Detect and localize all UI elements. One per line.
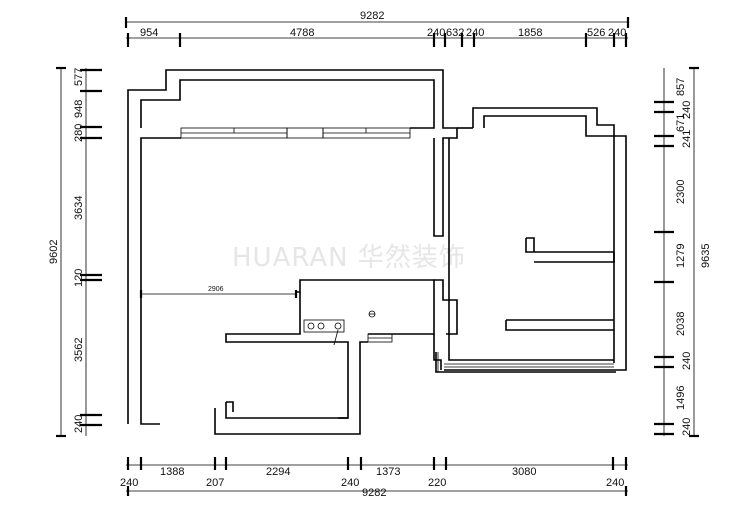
- right-seg-label-2: 240: [681, 101, 693, 119]
- top-seg-label-4: 632: [446, 27, 464, 39]
- right-seg-label-4: 241: [681, 130, 693, 148]
- burner-icon: [307, 322, 315, 330]
- left-seg-label-7: 240: [73, 415, 85, 433]
- drain-icon: [368, 310, 376, 318]
- stove: [303, 319, 345, 346]
- burner-icon: [317, 322, 325, 330]
- top-seg-label-6: 1858: [518, 27, 542, 39]
- bottom-total-label: 9282: [362, 487, 386, 499]
- left-seg-label-4: 3634: [73, 196, 85, 220]
- top-seg-label-8: 240: [608, 27, 626, 39]
- top-windows: [180, 127, 411, 139]
- left-seg-label-1: 577: [73, 68, 85, 86]
- left-seg-label-6: 3562: [73, 338, 85, 362]
- left-seg-label-3: 280: [73, 124, 85, 142]
- bottom-seg-label-1: 1388: [160, 466, 184, 478]
- doorway: [367, 333, 393, 343]
- watermark-text: HUARAN 华然装饰: [232, 243, 466, 273]
- burner-icon: [334, 322, 342, 330]
- left-total-label: 9602: [48, 240, 60, 264]
- top-seg-label-2: 4788: [290, 27, 314, 39]
- top-dimension-lines: [124, 17, 630, 47]
- bottom-dimension-lines: [126, 457, 628, 496]
- right-seg-label-6: 1279: [675, 244, 687, 268]
- walls: [127, 69, 627, 435]
- interior-measure-label: 2906: [208, 286, 224, 293]
- right-total-label: 9635: [700, 244, 712, 268]
- bottom-sub-label-2: 207: [206, 477, 224, 489]
- right-seg-label-8: 240: [681, 352, 693, 370]
- top-seg-label-1: 954: [140, 27, 158, 39]
- right-seg-label-1: 857: [675, 78, 687, 96]
- right-seg-label-10: 240: [681, 418, 693, 436]
- top-seg-label-5: 240: [466, 27, 484, 39]
- right-balcony-window: [437, 352, 614, 372]
- bottom-seg-label-4: 3080: [512, 466, 536, 478]
- left-seg-label-5: 120: [73, 269, 85, 287]
- right-seg-label-7: 2038: [675, 312, 687, 336]
- right-seg-label-5: 2300: [675, 180, 687, 204]
- top-seg-label-3: 240: [427, 27, 445, 39]
- right-seg-label-9: 1496: [675, 386, 687, 410]
- bottom-sub-label-5: 240: [606, 477, 624, 489]
- bottom-seg-label-2: 2294: [266, 466, 290, 478]
- bottom-sub-label-4: 220: [428, 477, 446, 489]
- bottom-sub-label-1: 240: [120, 477, 138, 489]
- top-seg-label-7: 526: [587, 27, 605, 39]
- interior-measure-line: [139, 290, 298, 298]
- left-seg-label-2: 948: [73, 100, 85, 118]
- left-dimension-lines: [56, 66, 102, 438]
- top-total-label: 9282: [360, 10, 384, 22]
- right-dimension-lines: [654, 66, 699, 438]
- bottom-seg-label-3: 1373: [376, 466, 400, 478]
- right-seg-label-3: 671: [675, 114, 687, 132]
- bottom-sub-label-3: 240: [341, 477, 359, 489]
